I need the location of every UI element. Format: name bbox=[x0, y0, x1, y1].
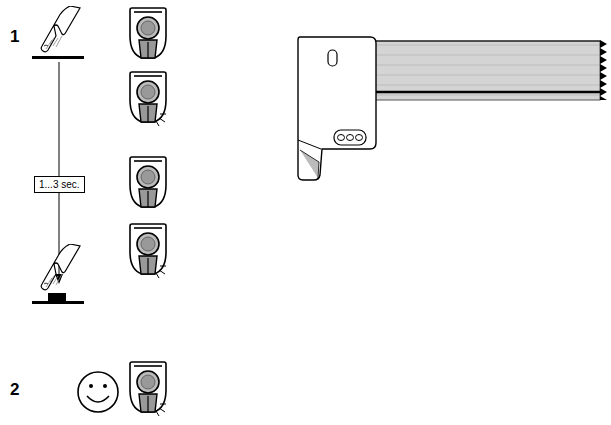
smiley bbox=[78, 372, 118, 412]
duration-text: 1...3 sec. bbox=[39, 179, 80, 190]
led-off bbox=[130, 157, 166, 207]
finger-press bbox=[32, 6, 84, 59]
led-on bbox=[130, 72, 166, 126]
finger-release bbox=[32, 244, 84, 304]
cable bbox=[374, 40, 607, 100]
step-number: 2 bbox=[10, 380, 19, 400]
duration-box: 1...3 sec. bbox=[34, 176, 85, 193]
step-number: 1 bbox=[10, 27, 19, 47]
sensor-housing bbox=[298, 37, 376, 180]
led-on bbox=[130, 362, 166, 416]
led-on bbox=[130, 224, 166, 278]
led-off bbox=[130, 8, 166, 58]
time-line bbox=[59, 62, 60, 280]
